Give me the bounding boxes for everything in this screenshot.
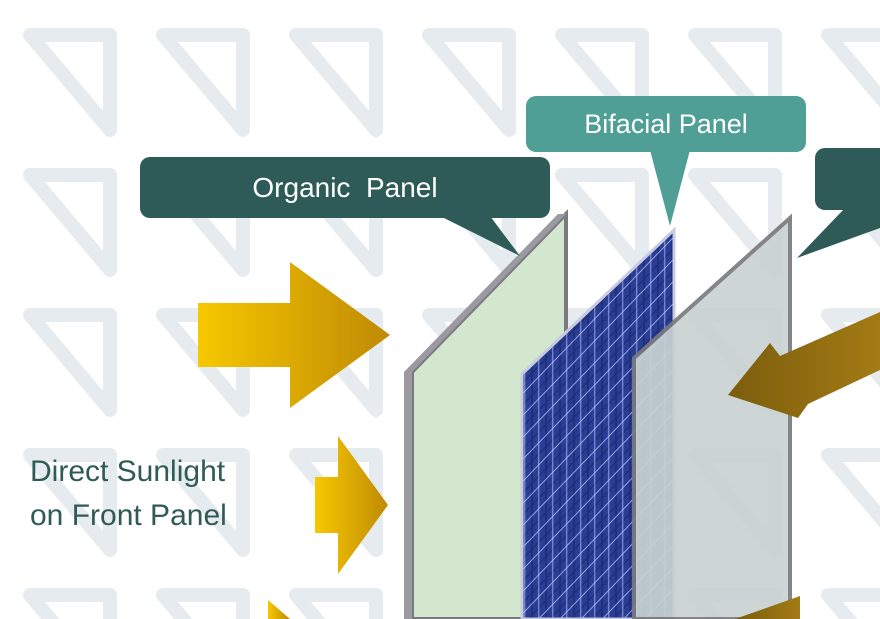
right-arrow-icon	[315, 436, 388, 574]
rear-panel	[632, 213, 792, 619]
left-arrow-icon	[728, 312, 880, 418]
bifacial-panel-label: Bifacial Panel	[584, 109, 748, 139]
organic-panel-callout	[140, 157, 550, 256]
right-arrow-icon	[198, 262, 390, 408]
left-arrow-icon	[735, 596, 800, 619]
direct-sunlight-line2: on Front Panel	[30, 499, 227, 532]
rear-panel-callout	[797, 148, 880, 258]
direct-sunlight-caption: Direct Sunlight on Front Panel	[30, 450, 227, 538]
direct-sunlight-line1: Direct Sunlight	[30, 455, 226, 488]
bifacial-panel-callout	[526, 96, 806, 226]
organic-panel-label: Organic Panel	[252, 172, 438, 203]
right-arrow-icon	[268, 600, 290, 619]
